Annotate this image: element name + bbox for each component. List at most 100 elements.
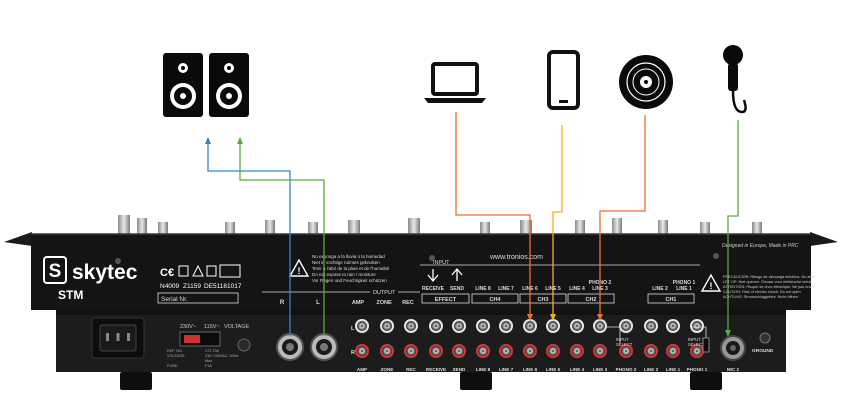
brand-name: skytec bbox=[72, 261, 138, 284]
output-r-label: R bbox=[280, 300, 285, 306]
channel-boxes: EFFECT CH4 CH3 CH2 CH1 bbox=[421, 293, 695, 304]
channel-box bbox=[519, 293, 567, 304]
channel-label: CH4 bbox=[489, 297, 501, 303]
rca-jack-socket bbox=[572, 346, 582, 356]
jack-label: LINE 1 bbox=[666, 367, 681, 372]
output-rec-label: REC bbox=[402, 300, 414, 306]
foot bbox=[120, 372, 152, 390]
effect-box bbox=[421, 293, 470, 304]
rca-jack-socket bbox=[668, 321, 678, 331]
arrow-up-icon bbox=[451, 267, 463, 281]
caution-line: ATTENTION: Risque de choc électrique. Ne… bbox=[723, 285, 815, 289]
bottom-labels: AMP ZONE REC RECEIVE SEND LINE 8 LINE 7 … bbox=[357, 367, 740, 372]
rca-jack-socket bbox=[621, 346, 631, 356]
rca-jack-socket bbox=[382, 346, 392, 356]
rca-jack-socket bbox=[548, 346, 558, 356]
input-line-label: LINE 2 bbox=[652, 286, 668, 292]
input-line-label: LINE 7 bbox=[498, 286, 514, 292]
cable-orange-laptop bbox=[455, 112, 531, 320]
rear-panel-bottom bbox=[56, 310, 786, 372]
brand-logo-letter: S bbox=[49, 261, 62, 282]
warning-triangle-icon bbox=[700, 273, 722, 292]
cert-mark: DE51181017 bbox=[204, 283, 242, 290]
manual-icon bbox=[219, 264, 241, 278]
cable-orange-vinyl bbox=[599, 115, 646, 320]
cable-green-left bbox=[239, 138, 325, 336]
warning-triangle-icon bbox=[288, 258, 310, 277]
input-send-label: SEND bbox=[450, 286, 464, 292]
screw bbox=[115, 258, 121, 264]
input-line-label: LINE 4 bbox=[569, 286, 585, 292]
jack-label: LINE 4 bbox=[570, 367, 585, 372]
connection-cables bbox=[205, 112, 739, 337]
cert-mark: N4009 bbox=[160, 283, 180, 290]
cable-yellow-arrow bbox=[550, 314, 556, 321]
output-zone-label: ZONE bbox=[376, 300, 392, 306]
foot bbox=[690, 372, 722, 390]
rca-jack-socket bbox=[668, 346, 678, 356]
jack-label: LINE 6 bbox=[523, 367, 538, 372]
jack-label: MIC 2 bbox=[727, 367, 740, 372]
input-line-label: LINE 8 bbox=[475, 286, 491, 292]
input-title: INPUT bbox=[433, 260, 450, 266]
jack-label: LINE 8 bbox=[476, 367, 491, 372]
cable-orange-vinyl-arrow bbox=[597, 314, 603, 321]
power-inlet bbox=[91, 317, 145, 359]
model-name: STM bbox=[58, 288, 83, 302]
rca-jack-socket bbox=[454, 346, 464, 356]
row-marker-r: R bbox=[351, 350, 355, 356]
rca-jack-socket bbox=[357, 321, 367, 331]
laptop-icon bbox=[424, 62, 486, 103]
jack-label: SEND bbox=[453, 367, 466, 372]
rca-jack-socket bbox=[501, 346, 511, 356]
vinyl-disc-icon bbox=[619, 55, 673, 109]
input-receive-label: RECEIVE bbox=[422, 286, 445, 292]
speaker-output-jack bbox=[310, 333, 338, 361]
certification-marks: N4009 Z1159 DE51181017 bbox=[160, 283, 242, 290]
rca-jack-socket bbox=[548, 321, 558, 331]
rca-jack-socket bbox=[406, 321, 416, 331]
ref-label: REF. NO. bbox=[167, 349, 183, 353]
jack-label: LINE 2 bbox=[644, 367, 659, 372]
jack-label: ZONE bbox=[381, 367, 394, 372]
channel-box bbox=[567, 293, 615, 304]
input-phono1-label: PHONO 1 bbox=[673, 280, 696, 286]
spec-label: REF. NO. VOLTAGE: 172.738 230~240VAC, 50… bbox=[167, 349, 238, 368]
cable-green-mic bbox=[727, 120, 739, 336]
warning-line: Do not expose to rain / moisture bbox=[312, 272, 376, 277]
spec-value: 230~240VAC, 50Hz bbox=[205, 354, 238, 358]
cable-orange-laptop-arrow bbox=[527, 314, 533, 321]
voltage-230: 230V~ bbox=[180, 324, 196, 330]
caution-line: LET OP: Niet openen. Gevaar voor elektri… bbox=[723, 280, 812, 284]
rca-jack-socket bbox=[646, 346, 656, 356]
screw bbox=[429, 255, 435, 261]
rca-jack-socket bbox=[692, 346, 702, 356]
speaker-icon bbox=[209, 53, 249, 117]
jack-label: PHONO 1 bbox=[687, 367, 708, 372]
cable-blue bbox=[207, 138, 291, 336]
rca-jack-socket bbox=[595, 346, 605, 356]
mixer-knobs bbox=[118, 215, 762, 237]
input-select-label: SELECT bbox=[616, 342, 633, 347]
channel-label: CH1 bbox=[665, 297, 676, 303]
rca-jack-socket bbox=[525, 346, 535, 356]
foot bbox=[460, 372, 492, 390]
rca-jack-socket bbox=[431, 321, 441, 331]
caution-block: ! PRECAUCIÓN: Riesgo de descarga eléctri… bbox=[700, 273, 816, 299]
jack-label: RECEIVE bbox=[426, 367, 446, 372]
svg-text:!: ! bbox=[298, 266, 301, 276]
spec-value: Max. bbox=[205, 359, 213, 363]
output-l-label: L bbox=[316, 300, 320, 306]
rca-jack-socket bbox=[406, 346, 416, 356]
input-select-switch bbox=[702, 337, 710, 353]
serial-box bbox=[157, 292, 239, 304]
jack-label: AMP bbox=[357, 367, 367, 372]
warning-line: Vor Regen und Feuchtigkeit schützen bbox=[312, 278, 387, 283]
caution-line: CAUTION: Risk of electric shock. Do not … bbox=[723, 290, 801, 294]
output-title: OUTPUT bbox=[373, 290, 396, 296]
input-line-label: LINE 1 bbox=[676, 286, 692, 292]
fuse-label: FUSE: bbox=[167, 364, 178, 368]
rca-jack-socket bbox=[431, 346, 441, 356]
speaker-icon bbox=[163, 53, 203, 117]
